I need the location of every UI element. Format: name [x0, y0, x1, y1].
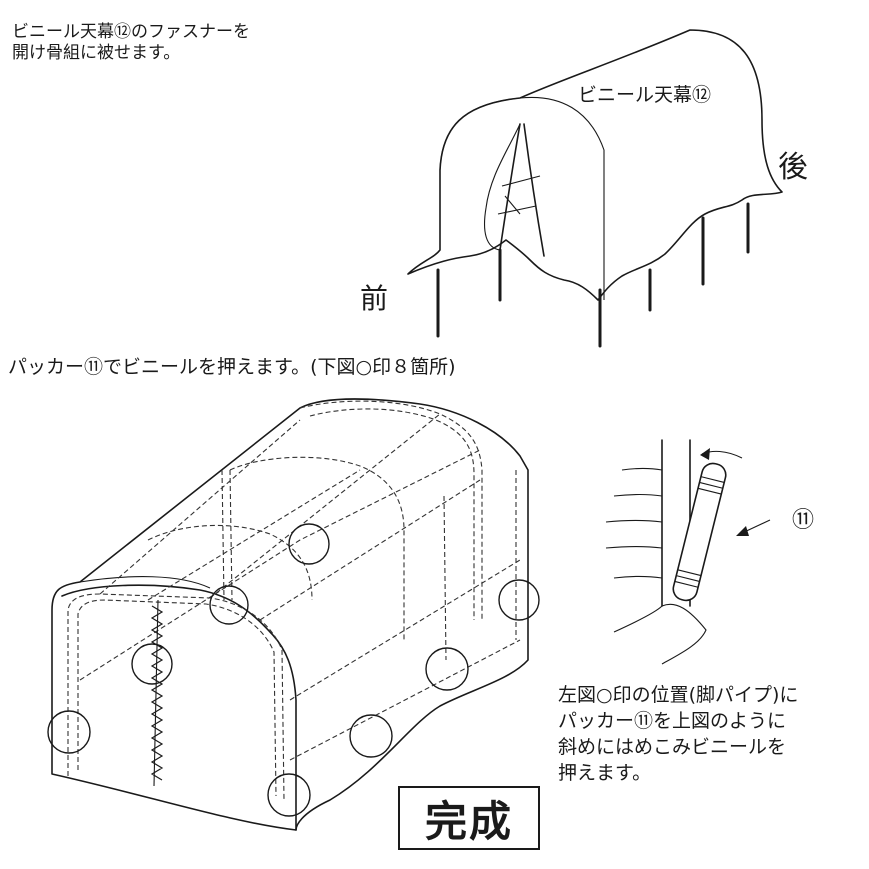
packer-circle-1	[47, 710, 91, 754]
note-line4: 押えます。	[558, 762, 652, 784]
packer-circle-4	[267, 773, 311, 817]
step2-caption: パッカー⑪でビニールを押えます。(下図○印８箇所)	[8, 356, 456, 378]
frame-dashed	[67, 400, 521, 801]
packer-circle-6	[349, 714, 393, 758]
note-caption: 左図○印の位置(脚パイプ)に パッカー⑪を上図のように 斜めにはめこみビニールを…	[558, 682, 798, 786]
completion-badge: 完成	[398, 786, 540, 850]
packer-clip	[672, 462, 727, 602]
zipper-opening	[499, 123, 545, 257]
opening-left-flap	[483, 123, 521, 251]
label-front: 前	[360, 282, 389, 315]
step1-line1: ビニール天幕⑫のファスナーを	[12, 22, 250, 42]
step1-caption: ビニール天幕⑫のファスナーを 開け骨組に被せます。	[12, 22, 250, 64]
label-vinyl-cover: ビニール天幕⑫	[578, 84, 712, 106]
front-panel-top	[79, 576, 211, 589]
packer-circle-5	[288, 523, 330, 565]
cover-outline	[51, 398, 529, 831]
note-line3: 斜めにはめこみビニールを	[558, 736, 787, 758]
label-rear: 後	[778, 150, 808, 185]
packer-circle-7	[425, 647, 469, 691]
packer-positions	[47, 523, 540, 817]
front-panel	[61, 584, 297, 831]
note-line2: パッカー⑪を上図のように	[558, 710, 787, 732]
zipper	[150, 599, 164, 787]
step1-line2: 開け骨組に被せます。	[12, 43, 181, 63]
inner-frame	[497, 175, 541, 215]
detail-vinyl-folds	[605, 467, 707, 665]
front-panel-edge	[439, 96, 605, 300]
frame-legs	[436, 202, 750, 348]
pointer-arrowhead	[736, 526, 749, 536]
packer-circle-2	[131, 643, 173, 685]
vinyl-drape	[407, 29, 783, 301]
label-packer: ⑪	[792, 508, 815, 533]
packer-circle-3	[209, 585, 249, 625]
packer-circle-8	[498, 579, 540, 621]
rotation-arrowhead	[700, 448, 710, 460]
note-line1: 左図○印の位置(脚パイプ)に	[558, 684, 799, 706]
